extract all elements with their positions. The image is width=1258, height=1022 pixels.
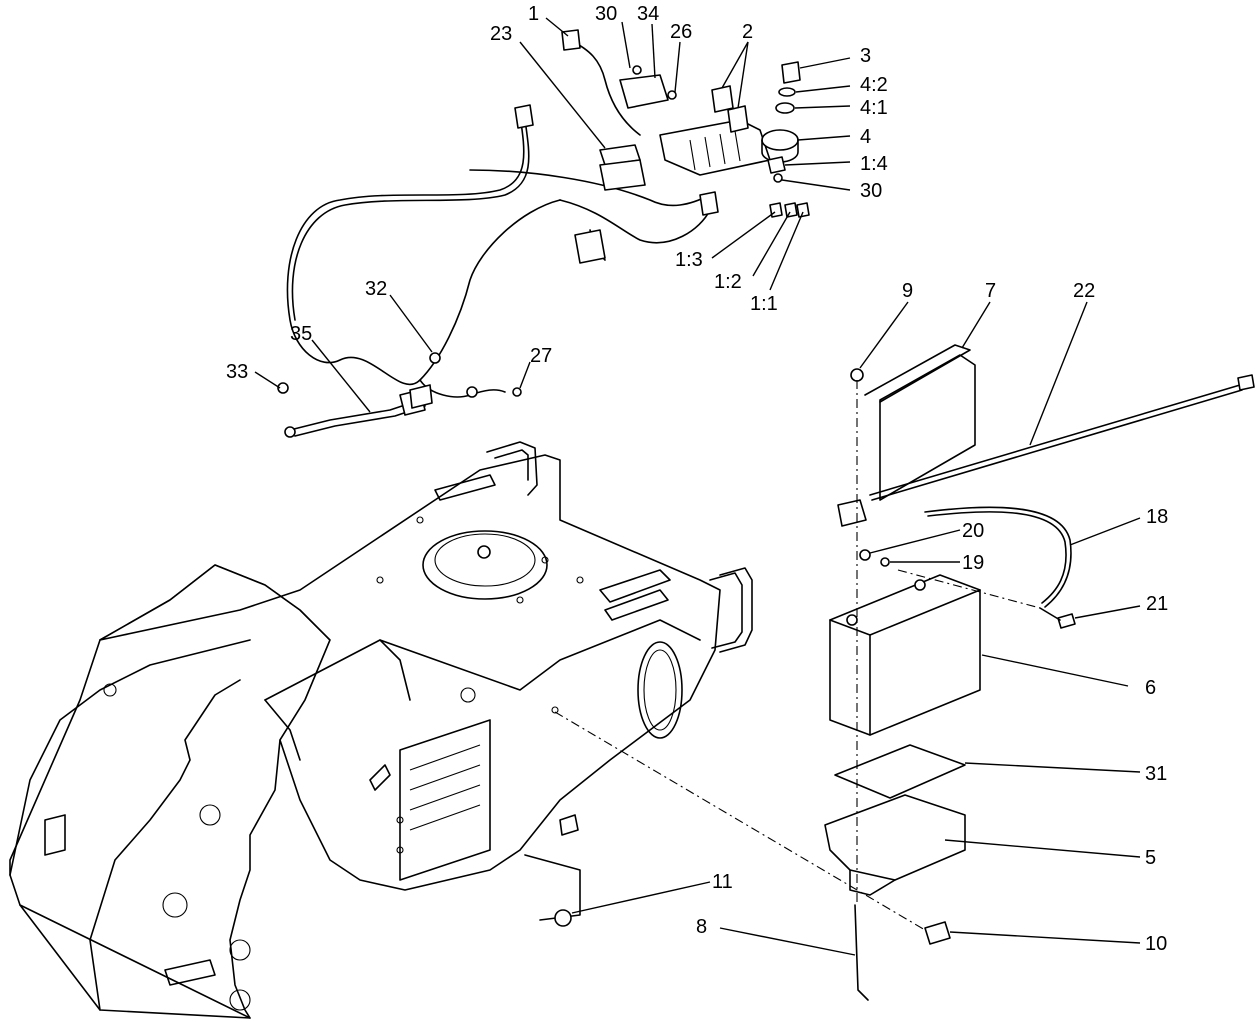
wire-harness: [277, 29, 810, 438]
callout-6: 6: [1145, 677, 1156, 699]
callout-32: 32: [365, 278, 387, 300]
callout-11: 11: [712, 871, 733, 893]
callout-4-2: 4:2: [860, 74, 888, 96]
callout-9: 9: [902, 280, 913, 302]
callout-8: 8: [696, 916, 707, 938]
callout-7: 7: [985, 280, 996, 302]
callout-21: 21: [1146, 593, 1168, 615]
callout-1-4: 1:4: [860, 153, 888, 175]
callout-35: 35: [290, 323, 312, 345]
callout-33: 33: [226, 361, 248, 383]
callout-3: 3: [860, 45, 871, 67]
callout-5: 5: [1145, 847, 1156, 869]
leader-lines: [254, 17, 1141, 956]
callout-4: 4: [860, 126, 871, 148]
callout-4-1: 4:1: [860, 97, 888, 119]
assembly-lines: [19, 380, 1041, 1011]
battery-assembly: [554, 344, 1255, 1001]
callout-34: 34: [637, 3, 659, 25]
chassis-frame: [9, 441, 753, 1019]
callout-1-3: 1:3: [675, 249, 703, 271]
callout-1-1: 1:1: [750, 293, 778, 315]
callout-18: 18: [1146, 506, 1168, 528]
callout-1-2: 1:2: [714, 271, 742, 293]
callout-23: 23: [490, 23, 512, 45]
callout-10: 10: [1145, 933, 1167, 955]
callout-22: 22: [1073, 280, 1095, 302]
callout-26: 26: [670, 21, 692, 43]
callout-27: 27: [530, 345, 552, 367]
callout-19: 19: [962, 552, 984, 574]
callout-20: 20: [962, 520, 984, 542]
callout-30-b: 30: [860, 180, 882, 202]
callout-1: 1: [528, 3, 539, 25]
callout-labels: 1 30 34 26 2 3 4:2 4:1 4 1:4 30 1:3 1:2 …: [226, 3, 1168, 955]
callout-30: 30: [595, 3, 617, 25]
callout-31: 31: [1145, 763, 1167, 785]
callout-2: 2: [742, 21, 753, 43]
